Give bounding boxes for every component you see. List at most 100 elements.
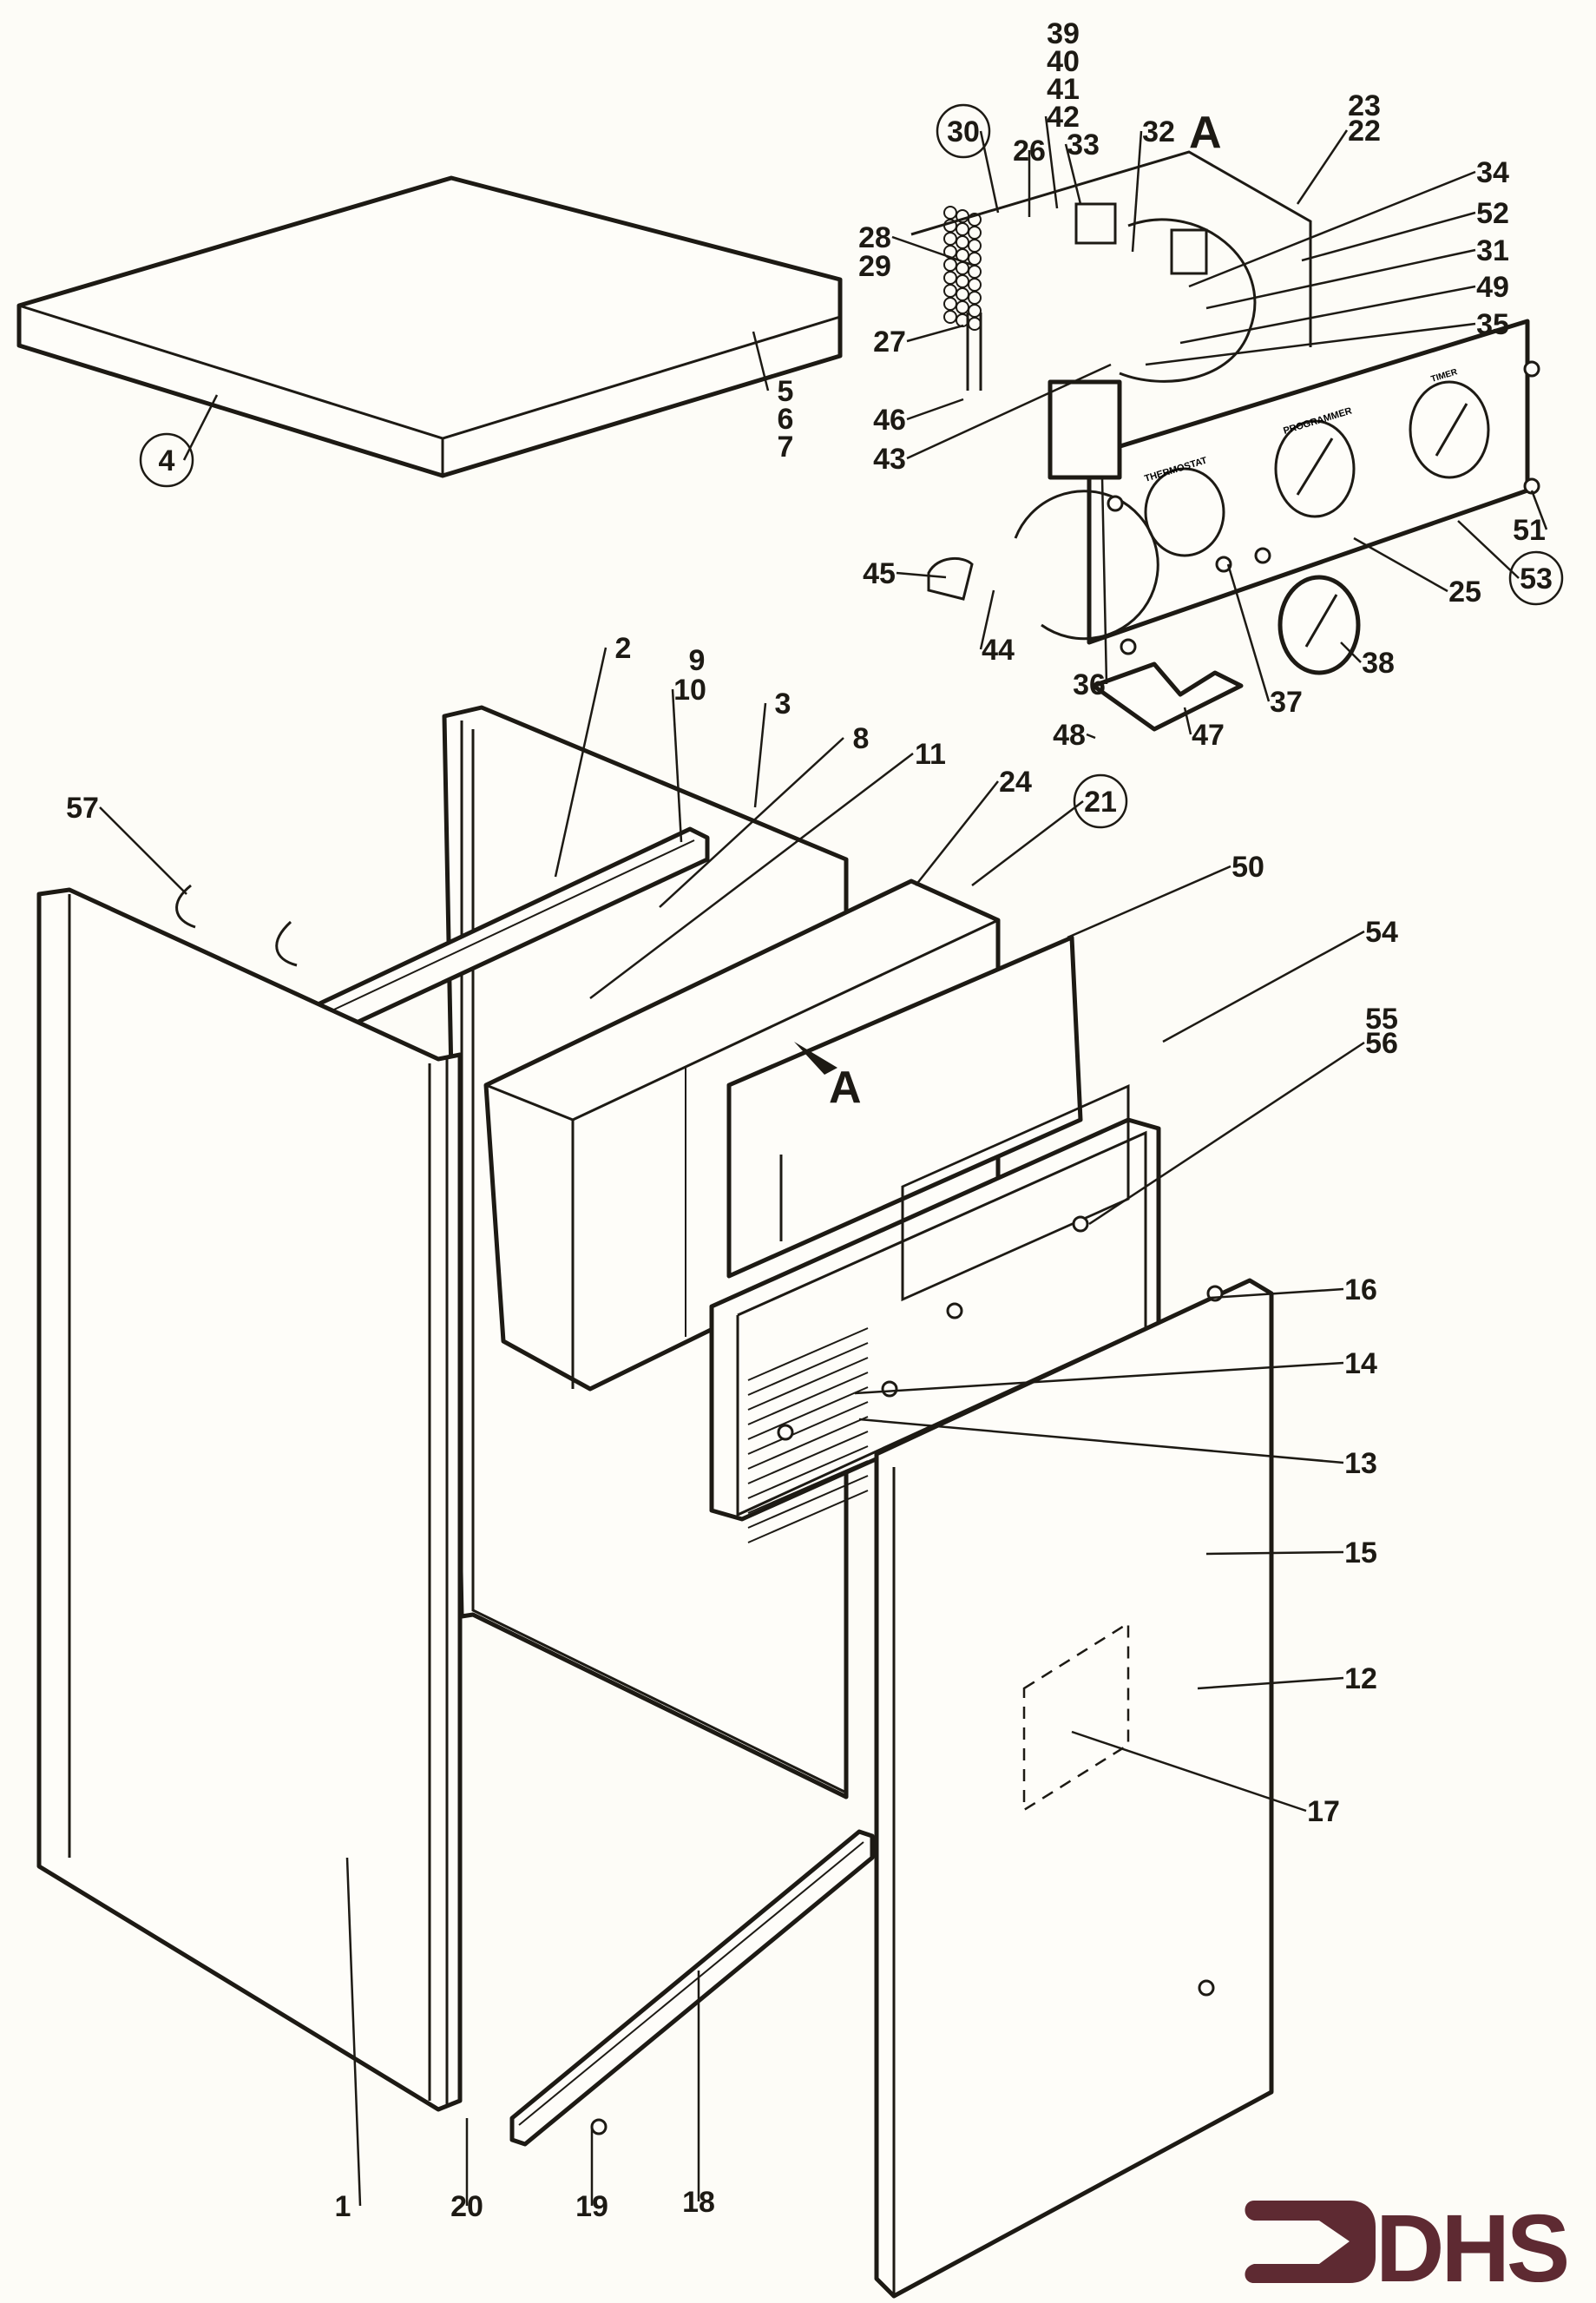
leader-line-57 bbox=[99, 806, 187, 895]
part-label-43: 43 bbox=[873, 443, 906, 476]
leader-line-4 bbox=[182, 394, 219, 461]
part-label-27: 27 bbox=[873, 326, 906, 359]
leader-line-16 bbox=[1210, 1287, 1344, 1300]
leader-line-45 bbox=[896, 571, 947, 579]
part-label-30: 30 bbox=[947, 115, 980, 148]
logo-arrow-icon bbox=[1245, 2201, 1376, 2283]
part-label-36: 36 bbox=[1073, 668, 1106, 701]
control-box-interior bbox=[910, 150, 1312, 480]
leader-line-32 bbox=[1131, 130, 1143, 253]
part-label-28: 28 bbox=[858, 221, 891, 254]
terminal bbox=[956, 300, 969, 314]
leader-line-53 bbox=[1457, 520, 1520, 579]
part-label-4: 4 bbox=[159, 444, 175, 477]
hook-57a bbox=[175, 884, 196, 929]
part-label-6: 6 bbox=[778, 403, 794, 436]
terminal bbox=[968, 304, 982, 318]
leader-line-15 bbox=[1205, 1550, 1344, 1556]
terminal bbox=[956, 222, 969, 236]
programmer-dial bbox=[1274, 419, 1356, 518]
terminal bbox=[943, 297, 957, 311]
leader-line-12 bbox=[1197, 1676, 1344, 1690]
leader-line-11 bbox=[589, 753, 914, 999]
part-label-49: 49 bbox=[1476, 271, 1509, 304]
louvre-slat bbox=[747, 1460, 869, 1514]
part-label-10: 10 bbox=[673, 674, 706, 707]
part-label-57: 57 bbox=[66, 792, 99, 825]
switch-34 bbox=[1170, 228, 1208, 275]
leader-line-17 bbox=[1071, 1730, 1307, 1813]
top-lid bbox=[16, 175, 843, 478]
part-label-2: 2 bbox=[615, 632, 632, 665]
part-label-37: 37 bbox=[1270, 686, 1303, 719]
screw-icon bbox=[1198, 1979, 1215, 1997]
control-knob[interactable] bbox=[1277, 575, 1361, 675]
part-label-22: 22 bbox=[1348, 115, 1381, 148]
front-door bbox=[874, 1278, 1274, 2299]
louvre-slat bbox=[747, 1445, 869, 1499]
callout-circle-21 bbox=[1073, 773, 1128, 829]
part-label-7: 7 bbox=[778, 431, 794, 464]
part-label-50: 50 bbox=[1231, 851, 1264, 884]
part-label-44: 44 bbox=[982, 634, 1015, 667]
leader-line-35 bbox=[1145, 322, 1476, 366]
part-label-3: 3 bbox=[775, 688, 791, 721]
leader-line-52 bbox=[1301, 211, 1476, 262]
part-label-56: 56 bbox=[1365, 1027, 1398, 1060]
leader-line-38 bbox=[1340, 642, 1362, 663]
control-panel: THERMOSTAT PROGRAMMER TIMER bbox=[1087, 319, 1530, 645]
terminal bbox=[968, 265, 982, 279]
leader-line-5 bbox=[752, 331, 770, 392]
screw-icon bbox=[1523, 360, 1540, 378]
detail-marker-a-top: A bbox=[1189, 108, 1222, 158]
screw-icon bbox=[1120, 638, 1137, 655]
leader-line-42 bbox=[1044, 115, 1059, 209]
terminal bbox=[968, 239, 982, 253]
part-label-18: 18 bbox=[682, 2186, 715, 2219]
leader-line-33 bbox=[1064, 143, 1082, 205]
terminal bbox=[968, 226, 982, 240]
part-label-39: 39 bbox=[1047, 17, 1080, 50]
leader-line-14 bbox=[854, 1361, 1344, 1395]
part-label-41: 41 bbox=[1047, 73, 1080, 106]
relay-33 bbox=[1074, 202, 1117, 245]
part-label-45: 45 bbox=[863, 557, 896, 590]
mounting-bracket bbox=[1091, 661, 1244, 732]
leader-line-31 bbox=[1205, 248, 1476, 310]
leader-line-3 bbox=[753, 702, 767, 808]
part-label-20: 20 bbox=[450, 2190, 483, 2223]
part-label-9: 9 bbox=[689, 644, 706, 677]
screw-icon bbox=[1254, 547, 1271, 564]
leader-line-50 bbox=[1067, 865, 1231, 939]
bottom-rail bbox=[509, 1829, 875, 2147]
terminal bbox=[943, 310, 957, 324]
terminal bbox=[968, 291, 982, 305]
part-label-16: 16 bbox=[1344, 1273, 1377, 1306]
timer-dial bbox=[1409, 380, 1490, 479]
leader-line-10 bbox=[671, 688, 683, 843]
part-label-12: 12 bbox=[1344, 1662, 1377, 1695]
part-label-46: 46 bbox=[873, 404, 906, 437]
leader-line-30 bbox=[979, 130, 1000, 214]
grille-louvres bbox=[747, 1327, 869, 1543]
callout-circle-30 bbox=[936, 103, 991, 159]
screw-icon bbox=[1107, 495, 1124, 512]
part-label-32: 32 bbox=[1142, 115, 1175, 148]
part-label-21: 21 bbox=[1084, 786, 1117, 819]
terminal bbox=[956, 274, 969, 288]
leader-line-46 bbox=[906, 398, 964, 421]
leader-line-13 bbox=[858, 1418, 1344, 1464]
leader-line-36 bbox=[1100, 477, 1108, 685]
part-label-19: 19 bbox=[575, 2190, 608, 2223]
thermostat-dial bbox=[1144, 467, 1225, 557]
louvre-slat bbox=[747, 1431, 869, 1484]
leader-line-21 bbox=[971, 800, 1084, 886]
louvre-slat bbox=[747, 1342, 869, 1396]
part-label-24: 24 bbox=[999, 766, 1032, 799]
part-label-13: 13 bbox=[1344, 1447, 1377, 1480]
detail-arrow-icon bbox=[794, 1042, 837, 1075]
leader-line-8 bbox=[659, 737, 844, 908]
louvre-slat bbox=[747, 1401, 869, 1455]
terminal bbox=[943, 232, 957, 246]
terminal bbox=[968, 252, 982, 266]
